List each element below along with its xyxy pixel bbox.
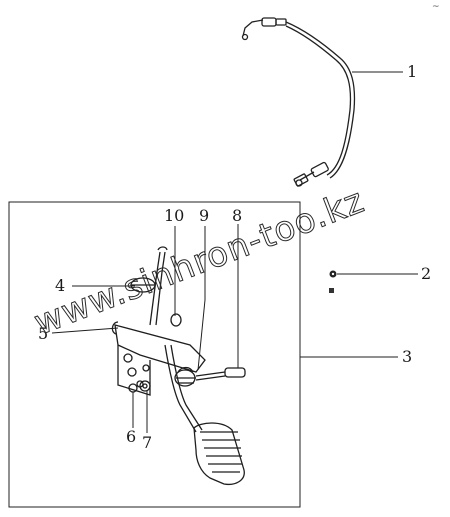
callout-6: 6 [126,427,136,446]
callout-10: 10 [164,206,184,225]
callout-9: 9 [199,206,209,225]
callout-2: 2 [421,264,431,283]
throttle-cable [241,17,356,187]
callout-5: 5 [38,324,48,343]
callout-3: 3 [402,347,412,366]
callout-4: 4 [55,276,65,295]
corner-mark: ~ [432,2,440,12]
callout-8: 8 [232,206,242,225]
callout-1: 1 [407,62,417,81]
callout-7: 7 [142,433,152,452]
assembly-frame [8,201,301,508]
leader-lines [51,71,418,433]
nut-parts [329,270,337,293]
pedal-assembly [111,246,246,486]
